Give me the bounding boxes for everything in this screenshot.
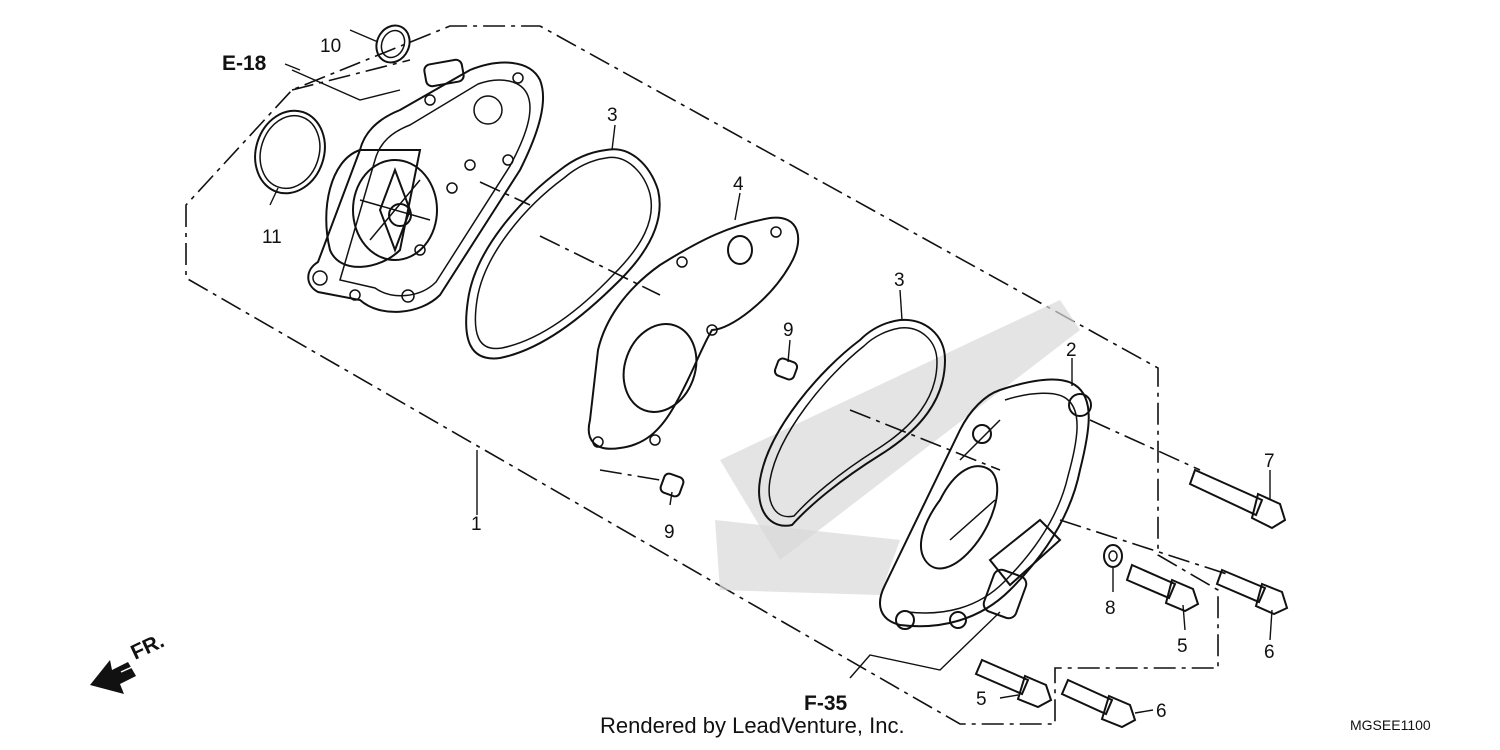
callout-9-lower: 9 bbox=[664, 522, 675, 543]
callout-1: 1 bbox=[471, 514, 482, 535]
part-11-o-ring bbox=[254, 109, 326, 195]
callout-3-left: 3 bbox=[607, 105, 618, 126]
callout-11: 11 bbox=[262, 227, 282, 248]
diagram-code: MGSEE1100 bbox=[1350, 717, 1431, 733]
callout-2: 2 bbox=[1066, 340, 1077, 361]
part-6-bolt-upper bbox=[1215, 568, 1289, 616]
callout-4: 4 bbox=[733, 174, 744, 195]
leader-lines bbox=[269, 29, 1273, 714]
callout-6-upper: 6 bbox=[1264, 642, 1275, 663]
reference-e18: E-18 bbox=[222, 52, 267, 75]
render-credit: Rendered by LeadVenture, Inc. bbox=[600, 713, 905, 738]
part-9-dowel-pin-upper bbox=[773, 357, 799, 381]
callout-7: 7 bbox=[1264, 451, 1275, 472]
part-9-dowel-pin-lower bbox=[659, 472, 685, 498]
part-4-gasket-plate bbox=[587, 216, 800, 450]
assembly-boundary-inner bbox=[291, 59, 411, 91]
callout-8: 8 bbox=[1105, 598, 1116, 619]
part-7-bolt bbox=[1188, 468, 1287, 530]
part-10-o-ring-small bbox=[375, 24, 411, 64]
callout-10: 10 bbox=[320, 36, 341, 57]
front-direction-label: FR. bbox=[127, 629, 167, 664]
part-3-gasket-left bbox=[465, 148, 661, 360]
part-5-bolt-lower bbox=[974, 658, 1053, 709]
assembly-boundary bbox=[185, 25, 1219, 725]
part-8-washer bbox=[1103, 544, 1123, 568]
callout-9-upper: 9 bbox=[783, 320, 794, 341]
callout-3-right: 3 bbox=[894, 270, 905, 291]
part-2-pump-cover bbox=[879, 378, 1092, 630]
reference-f35: F-35 bbox=[804, 692, 848, 715]
callout-5-upper: 5 bbox=[1177, 636, 1188, 657]
callout-6-lower: 6 bbox=[1156, 701, 1167, 722]
front-direction-arrow-icon: FR. bbox=[90, 629, 168, 694]
part-6-bolt-lower bbox=[1060, 678, 1137, 729]
part-5-bolt-upper bbox=[1125, 563, 1200, 613]
part-3-gasket-right bbox=[758, 318, 947, 527]
callout-5-lower: 5 bbox=[976, 689, 987, 710]
part-1-water-pump-body bbox=[307, 58, 544, 313]
